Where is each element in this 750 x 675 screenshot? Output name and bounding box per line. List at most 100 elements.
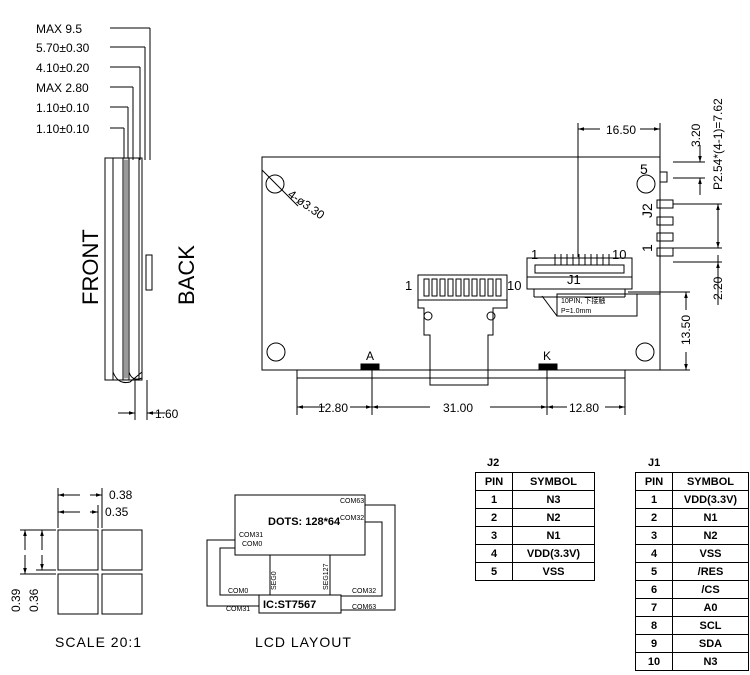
seg0-label: SEG0 [271,571,278,590]
com63-top-label: COM63 [340,498,364,505]
dim-bottom-right: 12.80 [569,401,599,415]
j2-pin-5 [659,171,668,183]
side-dim-3: 4.10±0.20 [36,61,90,75]
mount-hole-br [635,342,655,362]
j2-pin-last-label: 1 [639,244,655,252]
symbol-cell: /CS [672,580,749,599]
com0-bottom-label: COM0 [228,588,248,595]
front-label: FRONT [78,229,103,305]
dim-0-36: 0.36 [27,588,41,612]
j2-table-title: J2 [487,457,500,469]
table-header-row: PIN SYMBOL [635,472,749,491]
side-dim-1: MAX 9.5 [36,22,82,36]
pin-cell: 8 [635,616,673,635]
table-row: 6/CS [635,580,749,599]
header-symbol: SYMBOL [512,472,595,491]
pin-cell: 9 [635,634,673,653]
fpc-pins [423,278,502,297]
table-header-row: PIN SYMBOL [475,472,595,491]
dim-13-50: 13.50 [679,315,693,345]
header-pin: PIN [475,472,513,491]
fpc-pin-first-label: 1 [405,278,412,293]
dots-label: DOTS: 128*64 [268,516,341,528]
pin-cell: 5 [635,562,673,581]
symbol-cell: N3 [672,652,749,671]
symbol-cell: N2 [512,508,595,527]
hole-label: 4-ø3.30 [285,187,327,222]
dim-bottom-left: 12.80 [318,401,348,415]
com0-left-label: COM0 [242,541,262,548]
pin-cell: 1 [635,490,673,509]
pin-cell: 4 [635,544,673,563]
pin-cell: 2 [475,508,513,527]
symbol-cell: SCL [672,616,749,635]
j1-table-title: J1 [648,457,661,469]
lcd-layout [206,494,396,614]
pin-cell: 5 [475,562,513,581]
dim-16-50: 16.50 [606,123,636,137]
j1-pin-last-label: 10 [612,247,626,262]
ic-label: IC:ST7567 [263,599,316,611]
mount-hole-bl [266,342,286,362]
pin-cell: 4 [475,544,513,563]
symbol-cell: VSS [672,544,749,563]
mount-hole-tl [265,174,285,194]
backlight-a-label: A [366,349,374,363]
dim-0-39: 0.39 [9,588,23,612]
pin-cell: 1 [475,490,513,509]
dim-0-38: 0.38 [109,488,133,502]
symbol-cell: N2 [672,526,749,545]
j1-pins [554,254,610,265]
j1-pin-first-label: 1 [531,247,538,262]
j1-label: J1 [567,272,581,287]
dim-3-20: 3.20 [689,123,703,147]
dim-2-20: 2.20 [711,276,725,300]
fpc-pin-last-label: 10 [507,278,521,293]
seg127-label: SEG127 [323,563,330,590]
pin-cell: 2 [635,508,673,527]
dim-bottom-mid: 31.00 [443,401,473,415]
side-view [104,27,165,420]
backlight-k-label: K [543,349,551,363]
j2-label: J2 [639,203,655,218]
header-symbol: SYMBOL [672,472,749,491]
side-dim-4: MAX 2.80 [36,81,89,95]
side-dim-2: 5.70±0.30 [36,41,90,55]
symbol-cell: N1 [672,508,749,527]
lcd-layout-caption: LCD LAYOUT [255,634,352,650]
pin-cell: 3 [475,526,513,545]
header-pin: PIN [635,472,673,491]
j1-note-2: P=1.0mm [561,308,591,315]
pin-cell: 3 [635,526,673,545]
j1-note-1: 10PIN, 下接触 [561,296,605,305]
pin-cell: 6 [635,580,673,599]
scale-caption: SCALE 20:1 [55,634,143,650]
com31-bottom-label: COM31 [226,606,250,613]
symbol-cell: VDD(3.3V) [672,490,749,509]
back-label: BACK [174,245,199,305]
symbol-cell: N1 [512,526,595,545]
pixel-scale [20,488,143,615]
mount-hole-tr [636,174,656,194]
symbol-cell: VDD(3.3V) [512,544,595,563]
symbol-cell: /RES [672,562,749,581]
symbol-cell: A0 [672,598,749,617]
dim-0-35: 0.35 [105,505,129,519]
com63-bottom-label: COM63 [352,604,376,611]
com32-bottom-label: COM32 [352,588,376,595]
